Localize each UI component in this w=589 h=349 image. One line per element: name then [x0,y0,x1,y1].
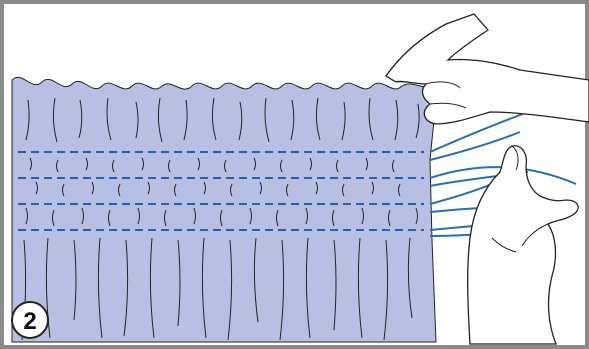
step-badge: 2 [12,302,48,338]
step-number: 2 [23,308,36,335]
